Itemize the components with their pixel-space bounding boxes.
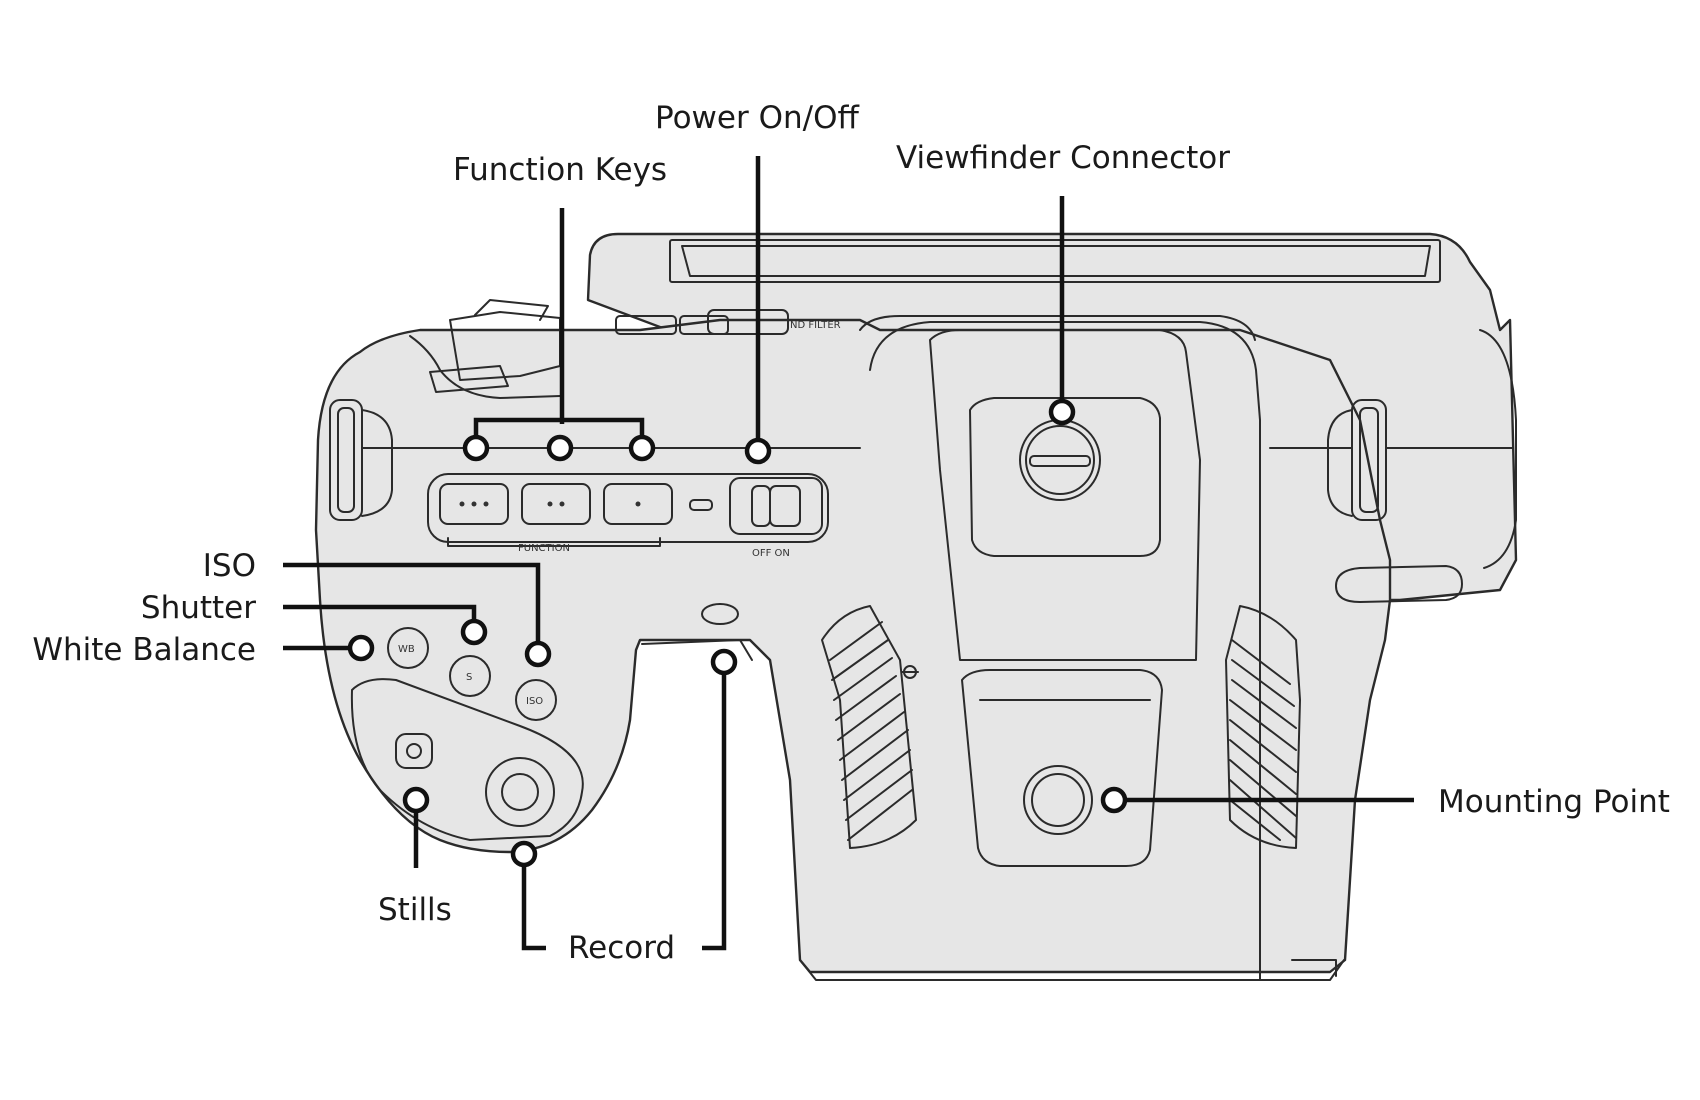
record-marker-2 — [710, 648, 738, 676]
ridge-panel-left — [821, 605, 917, 849]
callout-labels: Power On/Off Function Keys Viewfinder Co… — [32, 100, 1670, 966]
function-key-2[interactable] — [521, 483, 591, 525]
button-panel — [427, 473, 829, 543]
iso-engraving: ISO — [526, 696, 543, 707]
power-label: Power On/Off — [655, 100, 859, 136]
strap-lug-left — [329, 399, 363, 521]
mounting-point-marker — [1100, 786, 1128, 814]
ridge-panel-right — [1225, 605, 1301, 849]
function-keys-label: Function Keys — [453, 152, 667, 188]
iso-marker — [524, 640, 552, 668]
lcd-window — [669, 239, 1441, 283]
stills-button[interactable] — [395, 733, 433, 769]
callout-leaders — [283, 156, 1414, 951]
function-key-2-marker — [546, 434, 574, 462]
viewfinder-marker — [1048, 398, 1076, 426]
shutter-label: Shutter — [141, 590, 256, 626]
power-marker — [744, 437, 772, 465]
camera-body: ND FILTER FUNCTION OFF ON WB S ISO — [314, 232, 1518, 981]
iso-label: ISO — [203, 548, 256, 584]
shutter-button[interactable] — [449, 655, 491, 697]
shutter-marker — [460, 618, 488, 646]
function-key-1-marker — [462, 434, 490, 462]
stills-marker — [402, 786, 430, 814]
function-engraving: FUNCTION — [518, 543, 570, 554]
function-key-3-marker — [628, 434, 656, 462]
white-balance-label: White Balance — [32, 632, 256, 668]
record-marker — [510, 840, 538, 868]
record-label: Record — [568, 930, 675, 966]
strap-lug-right — [1351, 399, 1387, 521]
power-switch[interactable] — [751, 485, 771, 527]
s-engraving: S — [466, 672, 472, 683]
iso-button[interactable] — [515, 679, 557, 721]
nd-filter-label: ND FILTER — [790, 320, 841, 331]
white-balance-marker — [347, 634, 375, 662]
white-balance-button[interactable] — [387, 627, 429, 669]
stills-label: Stills — [378, 892, 452, 928]
mounting-point-socket — [1023, 765, 1093, 835]
record-button[interactable] — [501, 773, 539, 811]
viewfinder-label: Viewfinder Connector — [896, 140, 1230, 176]
wb-engraving: WB — [398, 644, 415, 655]
mounting-point-label: Mounting Point — [1438, 784, 1670, 820]
off-on-engraving: OFF ON — [752, 548, 790, 559]
power-switch-housing — [729, 477, 823, 535]
